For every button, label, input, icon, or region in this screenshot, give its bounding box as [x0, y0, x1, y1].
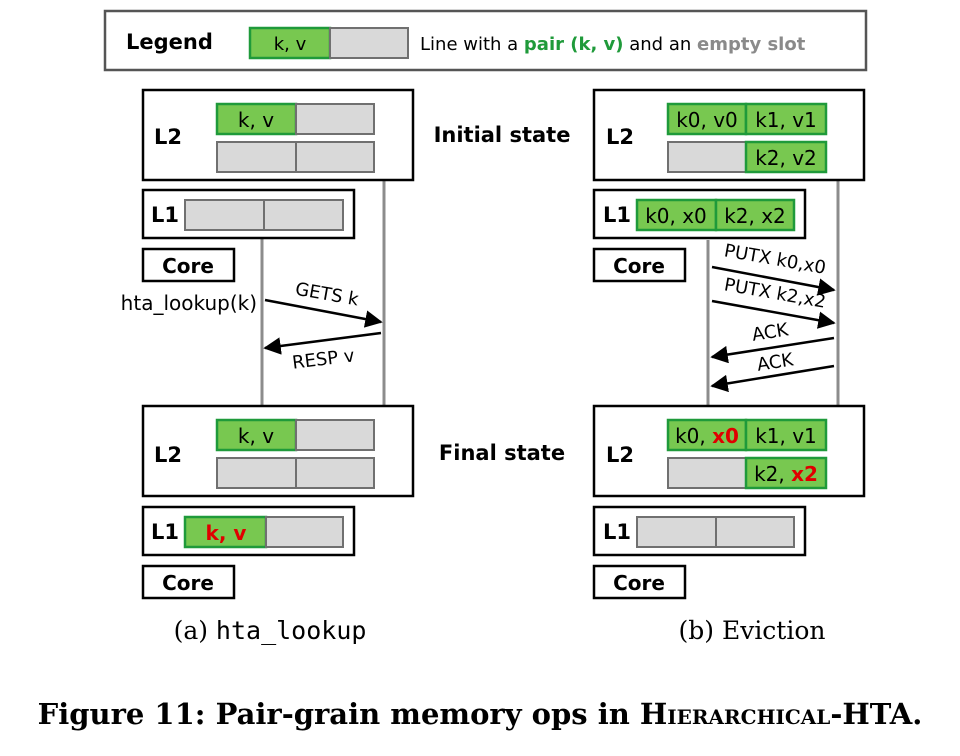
legend-desc-middle: and an — [624, 34, 697, 55]
panel-b-final-l2-pair — [744, 418, 828, 452]
panel-b-initial-l2-pair — [744, 102, 828, 136]
panel-b-caption: (b) Eviction — [678, 616, 825, 645]
panel-a-final-l2-pair — [215, 418, 298, 452]
panel-b-final-l2-pair-c-value: x2 — [791, 462, 818, 486]
panel-b-final-l2-label: L2 — [606, 443, 634, 467]
panel-a-initial-core-box — [141, 247, 236, 283]
legend-desc-pair: pair (k, v) — [524, 34, 624, 55]
panel-b-putx-arrow — [711, 265, 836, 296]
legend-frame — [103, 9, 868, 72]
panel-b-final-l2-pair — [666, 418, 748, 452]
panel-b-final-l2-pair-a-key: k0, — [675, 424, 712, 448]
panel-b-initial-l2-pair-b-label: k1, v1 — [755, 108, 817, 132]
panel-b-ack-2-label: ACK — [756, 349, 796, 376]
panel-a-final-l1-label: L1 — [151, 520, 179, 544]
legend-empty-slot — [329, 27, 409, 59]
panel-b-final-core-label: Core — [613, 571, 665, 595]
panel-b: L2 k0, v0 k1, v1 k2, v2 L1 k0, x0 k2, x2… — [592, 88, 866, 645]
panel-b-final-l2-pair-c-label: k2, x2 — [754, 462, 818, 486]
panel-a-initial-l2-pair-label: k, v — [238, 108, 274, 132]
panel-b-final-l1-empty — [636, 516, 717, 548]
panel-b-initial-core-box — [592, 247, 687, 283]
legend-pair-label: k, v — [274, 34, 307, 55]
panel-a-final-l1-empty — [265, 516, 344, 548]
panel-a-caption-code: hta_lookup — [216, 616, 367, 645]
panel-a-resp-arrow — [263, 331, 382, 355]
figure-caption-label: Figure 11: Pair-grain memory ops in — [38, 697, 640, 731]
panel-a-initial-l2-empty — [295, 141, 375, 173]
panel-b-final-core-box — [592, 564, 687, 600]
figure-caption: Figure 11: Pair-grain memory ops in Hier… — [38, 697, 923, 731]
panel-a-initial-l1-empty — [184, 199, 265, 231]
panel-b-initial-core-label: Core — [613, 254, 665, 278]
panel-a-caption: (a) hta_lookup — [174, 616, 367, 645]
initial-state-label: Initial state — [434, 123, 571, 147]
panel-b-final-l2-pair-b-label: k1, v1 — [755, 424, 817, 448]
panel-a-initial-l1-empty — [263, 199, 344, 231]
panel-b-initial-l1-pair-a-label: k0, x0 — [645, 204, 707, 228]
legend-description: Line with a pair (k, v) and an empty slo… — [420, 34, 806, 55]
panel-a-caption-prefix: (a) — [174, 616, 216, 645]
panel-a-gets-label: GETS k — [294, 279, 361, 311]
panel-a-final-l1-pair-label: k, v — [206, 521, 247, 545]
panel-a-final-l2-pair-label: k, v — [238, 424, 274, 448]
panel-b-initial-l2-pair-c-label: k2, v2 — [755, 146, 817, 170]
panel-a-resp-label: RESP v — [291, 345, 356, 374]
legend-desc-prefix: Line with a — [420, 34, 524, 55]
panel-a-initial-l2-pair — [215, 102, 298, 136]
panel-a-initial-l2-empty — [216, 141, 297, 173]
figure-caption-name: Hierarchical-HTA. — [640, 697, 922, 731]
final-state-label: Final state — [439, 441, 565, 465]
panel-b-initial-l2-pair-a-label: k0, v0 — [676, 108, 738, 132]
panel-b-initial-l2-empty — [667, 141, 747, 173]
panel-a-final-core-label: Core — [162, 571, 214, 595]
panel-b-ack-arrow — [710, 336, 835, 364]
panel-b-final-l2-pair-a-label: k0, x0 — [675, 424, 739, 448]
panel-a-initial-l2-empty — [295, 103, 375, 135]
panel-a-final-l1-pair — [183, 515, 268, 549]
panel-b-initial-l1-label: L1 — [603, 203, 631, 227]
panel-a-final-l2-empty — [216, 457, 297, 489]
panel-b-final-l1-label: L1 — [603, 520, 631, 544]
panel-a-initial-l1-label: L1 — [151, 203, 179, 227]
panel-b-final-l2-pair-a-value: x0 — [712, 424, 739, 448]
panel-b-initial-l2-pair — [744, 140, 828, 174]
panel-a-initial-l2-label: L2 — [154, 125, 182, 149]
panel-b-ack-1-label: ACK — [751, 319, 791, 346]
panel-b-initial-l2-label: L2 — [606, 125, 634, 149]
panel-b-final-l2-pair — [744, 456, 828, 490]
panel-b-final-l1-empty — [715, 516, 795, 548]
legend: Legend k, v Line with a pair (k, v) and … — [103, 9, 868, 72]
panel-b-initial-l1-pair — [714, 198, 796, 232]
panel-a-initial-core-label: Core — [162, 254, 214, 278]
panel-b-final-l2-empty — [667, 457, 747, 489]
panel-a-gets-arrow — [264, 298, 383, 328]
legend-desc-empty: empty slot — [697, 34, 806, 55]
panel-b-putx-arrow — [711, 299, 836, 329]
panel-b-initial-l1-pair-b-label: k2, x2 — [724, 204, 786, 228]
panel-a-final-core-box — [141, 564, 236, 600]
panel-a-call-label: hta_lookup(k) — [121, 291, 257, 315]
panel-b-final-l2-pair-c-key: k2, — [754, 462, 791, 486]
legend-pair-slot — [248, 26, 332, 60]
panel-a-final-l2-empty — [295, 419, 375, 451]
panel-a: L2 k, v L1 Core hta_lookup(k) GETS k RES… — [121, 88, 415, 645]
panel-b-ack-arrow — [710, 364, 835, 393]
legend-title: Legend — [126, 30, 213, 54]
panel-a-final-l2-label: L2 — [154, 443, 182, 467]
panel-a-final-l2-empty — [295, 457, 375, 489]
